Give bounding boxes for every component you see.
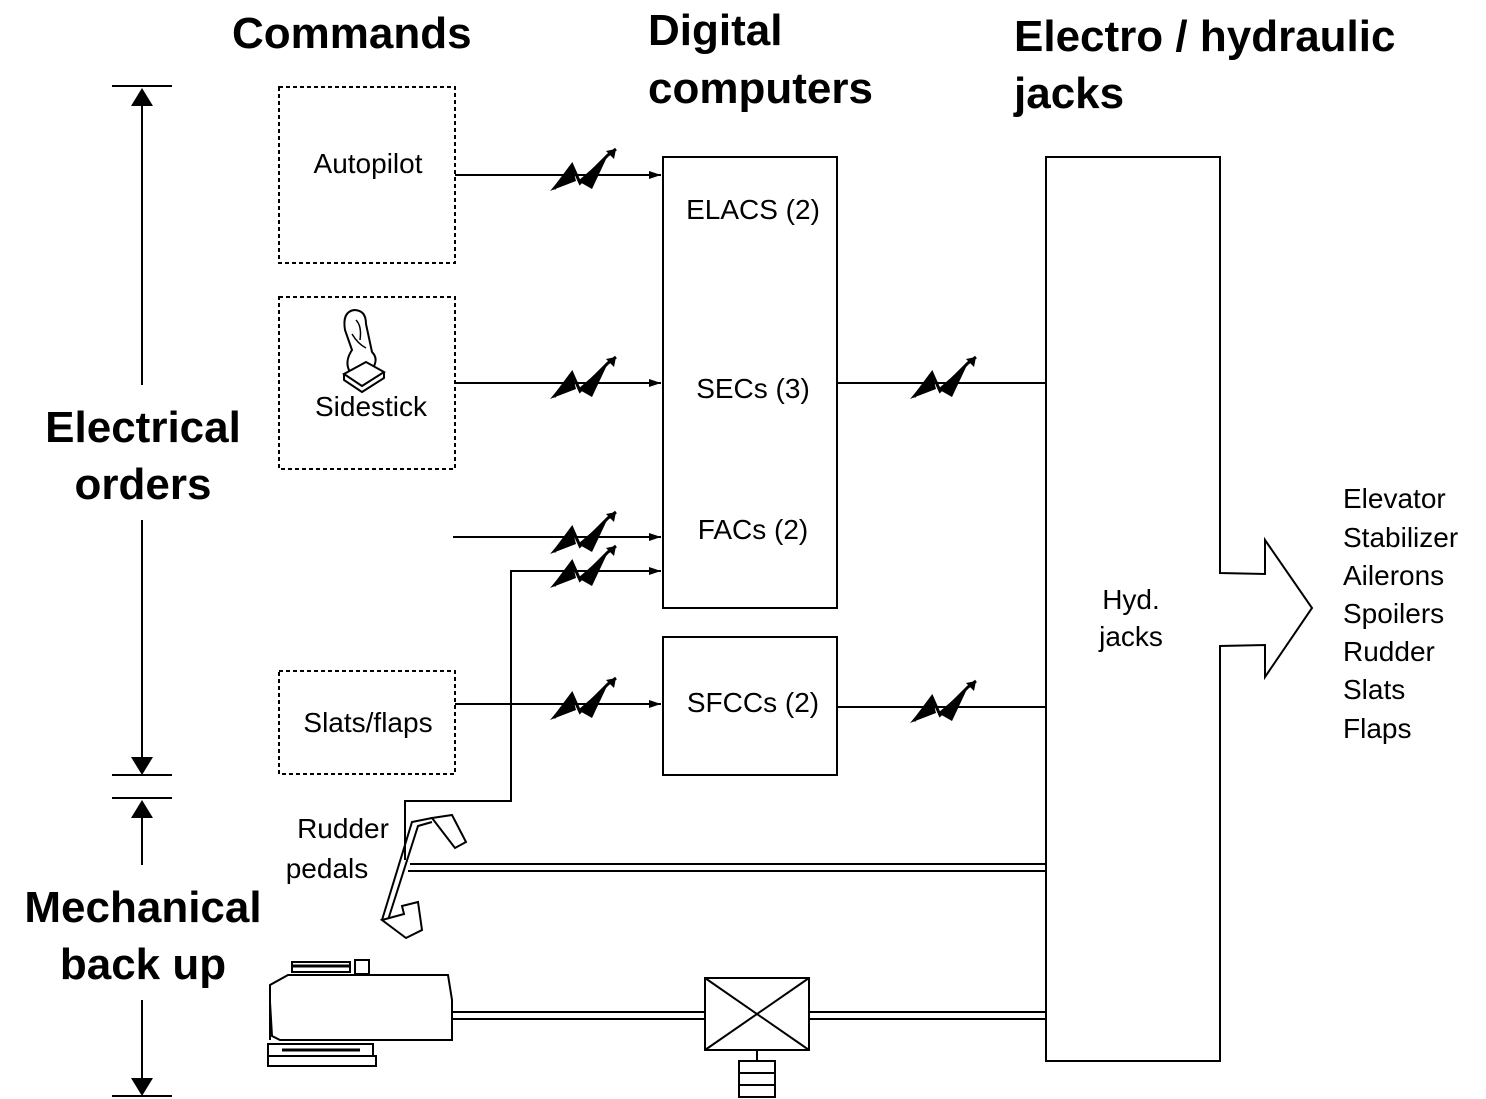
- surface-item: Rudder: [1343, 636, 1435, 667]
- digital-header-line1: Digital: [648, 6, 782, 55]
- electrical-label-line1: Electrical: [45, 403, 241, 452]
- pedals-to-facs-line: [404, 567, 661, 860]
- surface-item: Flaps: [1343, 713, 1411, 744]
- sidestick-label: Sidestick: [315, 391, 428, 422]
- jacks-label-line1: Hyd.: [1102, 584, 1160, 615]
- electric-signal-icon: [548, 147, 618, 193]
- slats-flaps-box: [278, 670, 456, 775]
- sfccs-label: SFCCs (2): [687, 687, 819, 718]
- mechanical-label-line2: back up: [60, 940, 226, 989]
- sidestick-icon: [342, 308, 386, 394]
- secs-label: SECs (3): [696, 373, 810, 404]
- jacks-header-line1: Electro / hydraulic: [1014, 12, 1395, 61]
- surface-item: Spoilers: [1343, 598, 1444, 629]
- electric-signal-icon: [908, 355, 978, 401]
- surface-item: Slats: [1343, 674, 1405, 705]
- rudder-pedals-label-line1: Rudder: [297, 813, 389, 844]
- electric-signal-icon: [548, 544, 618, 590]
- autopilot-box: [278, 86, 456, 264]
- sfccs-box: [662, 636, 838, 776]
- electric-signal-icon: [548, 510, 618, 556]
- jacks-label-line2: jacks: [1098, 621, 1163, 652]
- hydraulic-jacks-box: [1045, 156, 1314, 1062]
- surfaces-list: Elevator Stabilizer Ailerons Spoilers Ru…: [1343, 483, 1458, 744]
- electric-signal-icon: [908, 679, 978, 725]
- jacks-header-line2: jacks: [1013, 69, 1124, 118]
- rudder-pedals-icon: [379, 813, 468, 940]
- autopilot-label: Autopilot: [314, 148, 423, 179]
- elacs-label: ELACS (2): [686, 194, 820, 225]
- gearbox-icon: [704, 977, 810, 1098]
- facs-label: FACs (2): [698, 514, 808, 545]
- digital-header-line2: computers: [648, 64, 873, 113]
- trim-wheel-icon: [267, 959, 453, 1067]
- computers-box: [662, 156, 838, 609]
- mechanical-range-arrow: [112, 797, 172, 1097]
- slats-flaps-label: Slats/flaps: [303, 707, 432, 738]
- mechanical-label-line1: Mechanical: [24, 883, 261, 932]
- surface-item: Elevator: [1343, 483, 1446, 514]
- electrical-label-line2: orders: [75, 460, 212, 509]
- electric-signal-icon: [548, 676, 618, 722]
- commands-header: Commands: [232, 9, 472, 58]
- surface-item: Ailerons: [1343, 560, 1444, 591]
- electric-signal-icon: [548, 355, 618, 401]
- rudder-pedals-label-line2: pedals: [286, 853, 369, 884]
- surface-item: Stabilizer: [1343, 522, 1458, 553]
- electrical-range-arrow: [112, 85, 172, 776]
